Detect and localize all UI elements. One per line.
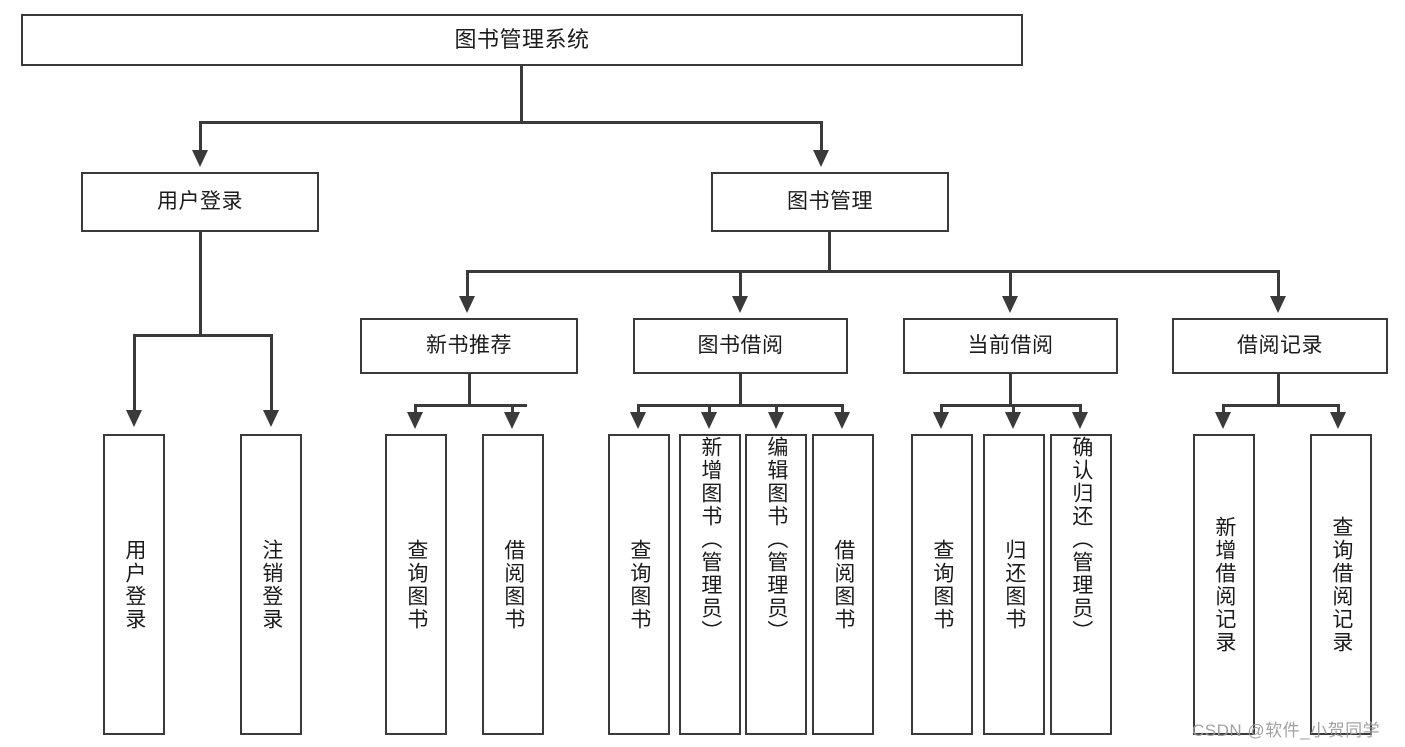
connector-borrow-record-stem [1277, 374, 1280, 406]
node-label: 用户登录 [157, 189, 243, 213]
connector-current-borrow-branch-2 [1012, 404, 1015, 414]
node-label: 新增图书（管理员） [698, 436, 722, 643]
connector-new-book-bus [414, 404, 527, 407]
connector-book-borrow-branch-4 [841, 404, 844, 414]
arrow-to-leaf-confirm-return [1072, 412, 1088, 429]
arrow-to-leaf-query-borrow-record [1330, 412, 1346, 429]
node-label: 编辑图书（管理员） [764, 436, 788, 643]
connector-current-borrow-stem [1009, 374, 1012, 406]
connector-book-borrow-branch-1 [637, 404, 640, 414]
leaf-query-book-2[interactable]: 查询图书 [608, 434, 670, 735]
node-label: 查询图书 [930, 538, 954, 631]
connector-current-borrow-bus [940, 404, 1082, 407]
node-label: 确认归还（管理员） [1069, 436, 1093, 643]
leaf-borrow-book-2[interactable]: 借阅图书 [812, 434, 874, 735]
connector-to-book-borrow [739, 270, 742, 298]
connector-current-borrow-branch-1 [940, 404, 943, 414]
connector-root-bus [199, 121, 823, 124]
node-label: 借阅图书 [831, 538, 855, 631]
arrow-to-leaf-edit-book [768, 412, 784, 429]
arrow-to-leaf-query-book-1 [407, 412, 423, 429]
node-book-borrow[interactable]: 图书借阅 [633, 318, 848, 374]
connector-root-stem [520, 66, 523, 122]
arrow-to-leaf-query-book-3 [933, 412, 949, 429]
connector-new-book-stem [468, 374, 471, 406]
leaf-user-login[interactable]: 用户登录 [103, 434, 165, 735]
arrow-to-borrow-record [1270, 296, 1286, 313]
leaf-add-book-admin[interactable]: 新增图书（管理员） [679, 434, 741, 735]
connector-book-manage-bus [466, 270, 1280, 273]
connector-book-borrow-branch-2 [708, 404, 711, 414]
connector-user-login-bus [133, 334, 273, 337]
node-new-book-recommend[interactable]: 新书推荐 [360, 318, 578, 374]
connector-user-login-stem [199, 232, 202, 336]
arrow-to-leaf-logout-login [263, 410, 279, 427]
connector-new-book-branch-2 [511, 404, 514, 414]
node-label: 查询图书 [627, 538, 651, 631]
leaf-query-borrow-record[interactable]: 查询借阅记录 [1310, 434, 1372, 735]
leaf-confirm-return-admin[interactable]: 确认归还（管理员） [1050, 434, 1112, 735]
connector-user-login-branch-1 [133, 334, 136, 412]
connector-to-borrow-record [1277, 270, 1280, 298]
node-user-login[interactable]: 用户登录 [81, 172, 319, 232]
node-label: 新增借阅记录 [1212, 515, 1236, 654]
leaf-edit-book-admin[interactable]: 编辑图书（管理员） [745, 434, 807, 735]
node-label: 图书借阅 [697, 333, 784, 357]
connector-to-new-book-recommend [466, 270, 469, 298]
leaf-query-book-3[interactable]: 查询图书 [911, 434, 973, 735]
arrow-to-current-borrow [1002, 296, 1018, 313]
node-label: 图书管理系统 [454, 27, 590, 53]
node-book-management[interactable]: 图书管理 [711, 172, 949, 232]
node-label: 查询图书 [404, 538, 428, 631]
connector-book-borrow-bus [637, 404, 843, 407]
node-label: 注销登录 [259, 538, 283, 631]
arrow-to-leaf-return-book [1005, 412, 1021, 429]
arrow-to-new-book-recommend [459, 296, 475, 313]
arrow-to-leaf-add-book [701, 412, 717, 429]
arrow-to-book-borrow [732, 296, 748, 313]
node-label: 归还图书 [1002, 538, 1026, 631]
connector-new-book-branch-1 [414, 404, 417, 414]
node-label: 借阅记录 [1237, 333, 1323, 357]
node-label: 借阅图书 [501, 538, 525, 631]
node-label: 图书管理 [787, 189, 873, 213]
node-label: 查询借阅记录 [1329, 515, 1353, 654]
connector-root-to-user-login [199, 121, 202, 152]
node-current-borrow[interactable]: 当前借阅 [903, 318, 1118, 374]
connector-book-borrow-stem [739, 374, 742, 406]
connector-borrow-record-branch-2 [1337, 404, 1340, 414]
node-borrow-record[interactable]: 借阅记录 [1172, 318, 1388, 374]
leaf-borrow-book-1[interactable]: 借阅图书 [482, 434, 544, 735]
node-label: 当前借阅 [967, 333, 1054, 357]
leaf-query-book-1[interactable]: 查询图书 [385, 434, 447, 735]
connector-book-manage-stem [828, 232, 831, 272]
arrow-to-leaf-borrow-book-1 [504, 412, 520, 429]
connector-book-borrow-branch-3 [775, 404, 778, 414]
connector-to-current-borrow [1009, 270, 1012, 298]
watermark-text: CSDN @软件_小贺同学 [1192, 721, 1381, 740]
arrow-to-book-manage [813, 150, 829, 167]
node-label: 新书推荐 [426, 333, 512, 357]
connector-borrow-record-bus [1222, 404, 1340, 407]
connector-borrow-record-branch-1 [1222, 404, 1225, 414]
arrow-to-leaf-user-login [126, 410, 142, 427]
connector-current-borrow-branch-3 [1079, 404, 1082, 414]
node-label: 用户登录 [122, 538, 146, 631]
arrow-to-leaf-query-book-2 [630, 412, 646, 429]
connector-root-to-book-manage [820, 121, 823, 152]
arrow-to-leaf-borrow-book-2 [834, 412, 850, 429]
node-root-book-management-system[interactable]: 图书管理系统 [21, 14, 1023, 66]
leaf-logout-login[interactable]: 注销登录 [240, 434, 302, 735]
leaf-return-book[interactable]: 归还图书 [983, 434, 1045, 735]
leaf-add-borrow-record[interactable]: 新增借阅记录 [1193, 434, 1255, 735]
arrow-to-user-login [192, 150, 208, 167]
connector-user-login-branch-2 [270, 334, 273, 412]
arrow-to-leaf-add-borrow-record [1215, 412, 1231, 429]
